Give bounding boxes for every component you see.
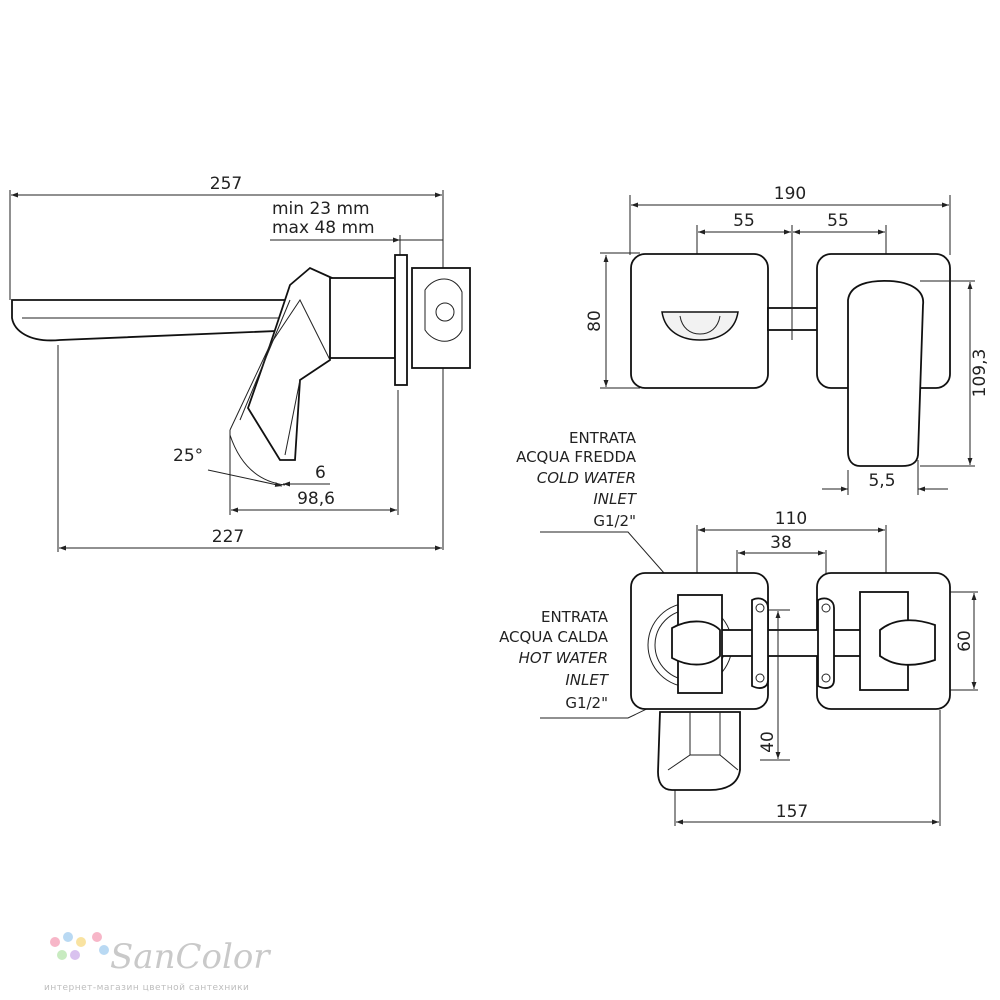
logo-dot [50, 937, 60, 947]
mixer-body [329, 277, 396, 359]
dim-depth-label: 60 [955, 630, 975, 652]
dim-holes-label: 38 [770, 533, 792, 553]
logo-dot [70, 950, 80, 960]
dim-spout-label: 227 [212, 527, 244, 547]
cold-inlet-line1: ENTRATA [569, 429, 637, 447]
lower-outlet-box [657, 711, 741, 791]
hot-inlet-line3: HOT WATER [519, 649, 608, 667]
spout [11, 299, 301, 342]
dim-overall-label: 157 [776, 802, 808, 822]
hot-inlet-line1: ENTRATA [541, 608, 609, 626]
hot-inlet-line5: G1/2" [565, 694, 608, 712]
dim-right-half-label: 55 [827, 211, 849, 231]
cartridge-box [411, 267, 471, 369]
logo-dot [63, 932, 73, 942]
dim-wall-min-label: min 23 mm [272, 199, 370, 219]
front-lever [847, 279, 924, 467]
brand-name: SanColor [110, 937, 271, 977]
dim-handle-label: 6 [315, 463, 326, 483]
lever-handle [247, 266, 333, 461]
logo-dot [92, 932, 102, 942]
dim-wall-max-label: max 48 mm [272, 218, 375, 238]
mounting-lugs [751, 597, 835, 689]
cold-inlet-line3: COLD WATER [537, 469, 636, 487]
dim-left-half-label: 55 [733, 211, 755, 231]
dim-lever-label: 98,6 [297, 489, 335, 509]
wall-flange [394, 254, 408, 386]
cold-inlet-line5: G1/2" [593, 512, 636, 530]
dim-width-label: 190 [774, 184, 806, 204]
logo-dot [57, 950, 67, 960]
dim-lever-offset-label: 5,5 [868, 471, 895, 491]
dim-height-label: 80 [585, 310, 605, 332]
dim-angle-label: 25° [173, 446, 203, 466]
hot-inlet-line2: ACQUA CALDA [499, 628, 609, 646]
brand-tagline: интернет-магазин цветной сантехники [44, 983, 249, 993]
front-view: 190 55 55 80 109,3 5,5 [585, 184, 990, 495]
hot-inlet-line4: INLET [565, 671, 609, 689]
dim-total-label: 257 [210, 174, 242, 194]
cold-inlet-line4: INLET [593, 490, 637, 508]
logo-dot [99, 945, 109, 955]
dim-lever-height-label: 109,3 [970, 349, 990, 398]
cold-inlet-line2: ACQUA FREDDA [516, 448, 637, 466]
logo-dot [76, 937, 86, 947]
sancolor-logo: SanColor интернет-магазин цветной сантех… [44, 932, 271, 993]
side-view: 257 min 23 mm max 48 mm 25° 6 98,6 [9, 174, 471, 552]
dim-offset-label: 40 [758, 731, 778, 753]
dim-inlets-label: 110 [775, 509, 807, 529]
top-view: ENTRATA ACQUA FREDDA COLD WATER INLET G1… [499, 429, 978, 826]
